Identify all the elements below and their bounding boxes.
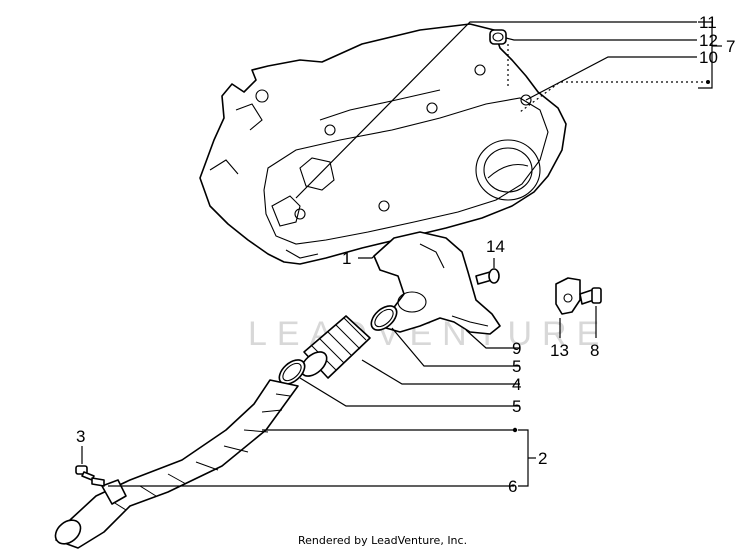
callout-7: 7 bbox=[726, 37, 735, 56]
callout-3: 3 bbox=[76, 427, 85, 446]
transmission-cover-drawing bbox=[199, 23, 567, 265]
callout-4: 4 bbox=[512, 375, 521, 394]
intake-hose-drawing bbox=[54, 379, 299, 549]
callout-5-upper: 5 bbox=[512, 357, 521, 376]
footer-credit: Rendered by LeadVenture, Inc. bbox=[298, 534, 467, 547]
callout-9: 9 bbox=[512, 339, 521, 358]
callout-12: 12 bbox=[699, 31, 718, 50]
leader-lines bbox=[81, 21, 722, 487]
callout-labels: 11 12 10 7 14 1 13 8 9 5 4 5 3 2 6 bbox=[76, 13, 735, 496]
callout-11: 11 bbox=[699, 13, 717, 32]
callout-1: 1 bbox=[342, 249, 351, 268]
air-duct-drawing bbox=[373, 231, 501, 335]
screw-3-drawing bbox=[75, 465, 105, 487]
bracket-13-drawing bbox=[555, 277, 581, 315]
callout-13: 13 bbox=[550, 341, 569, 360]
screw-14-drawing bbox=[475, 268, 500, 285]
callout-5-lower: 5 bbox=[512, 397, 521, 416]
bolt-8-drawing bbox=[579, 287, 602, 305]
callout-8: 8 bbox=[590, 341, 599, 360]
callout-14: 14 bbox=[486, 237, 505, 256]
callout-2: 2 bbox=[538, 449, 547, 468]
rubber-sleeve-drawing bbox=[278, 305, 398, 385]
callout-6: 6 bbox=[508, 477, 517, 496]
callout-10: 10 bbox=[699, 48, 718, 67]
